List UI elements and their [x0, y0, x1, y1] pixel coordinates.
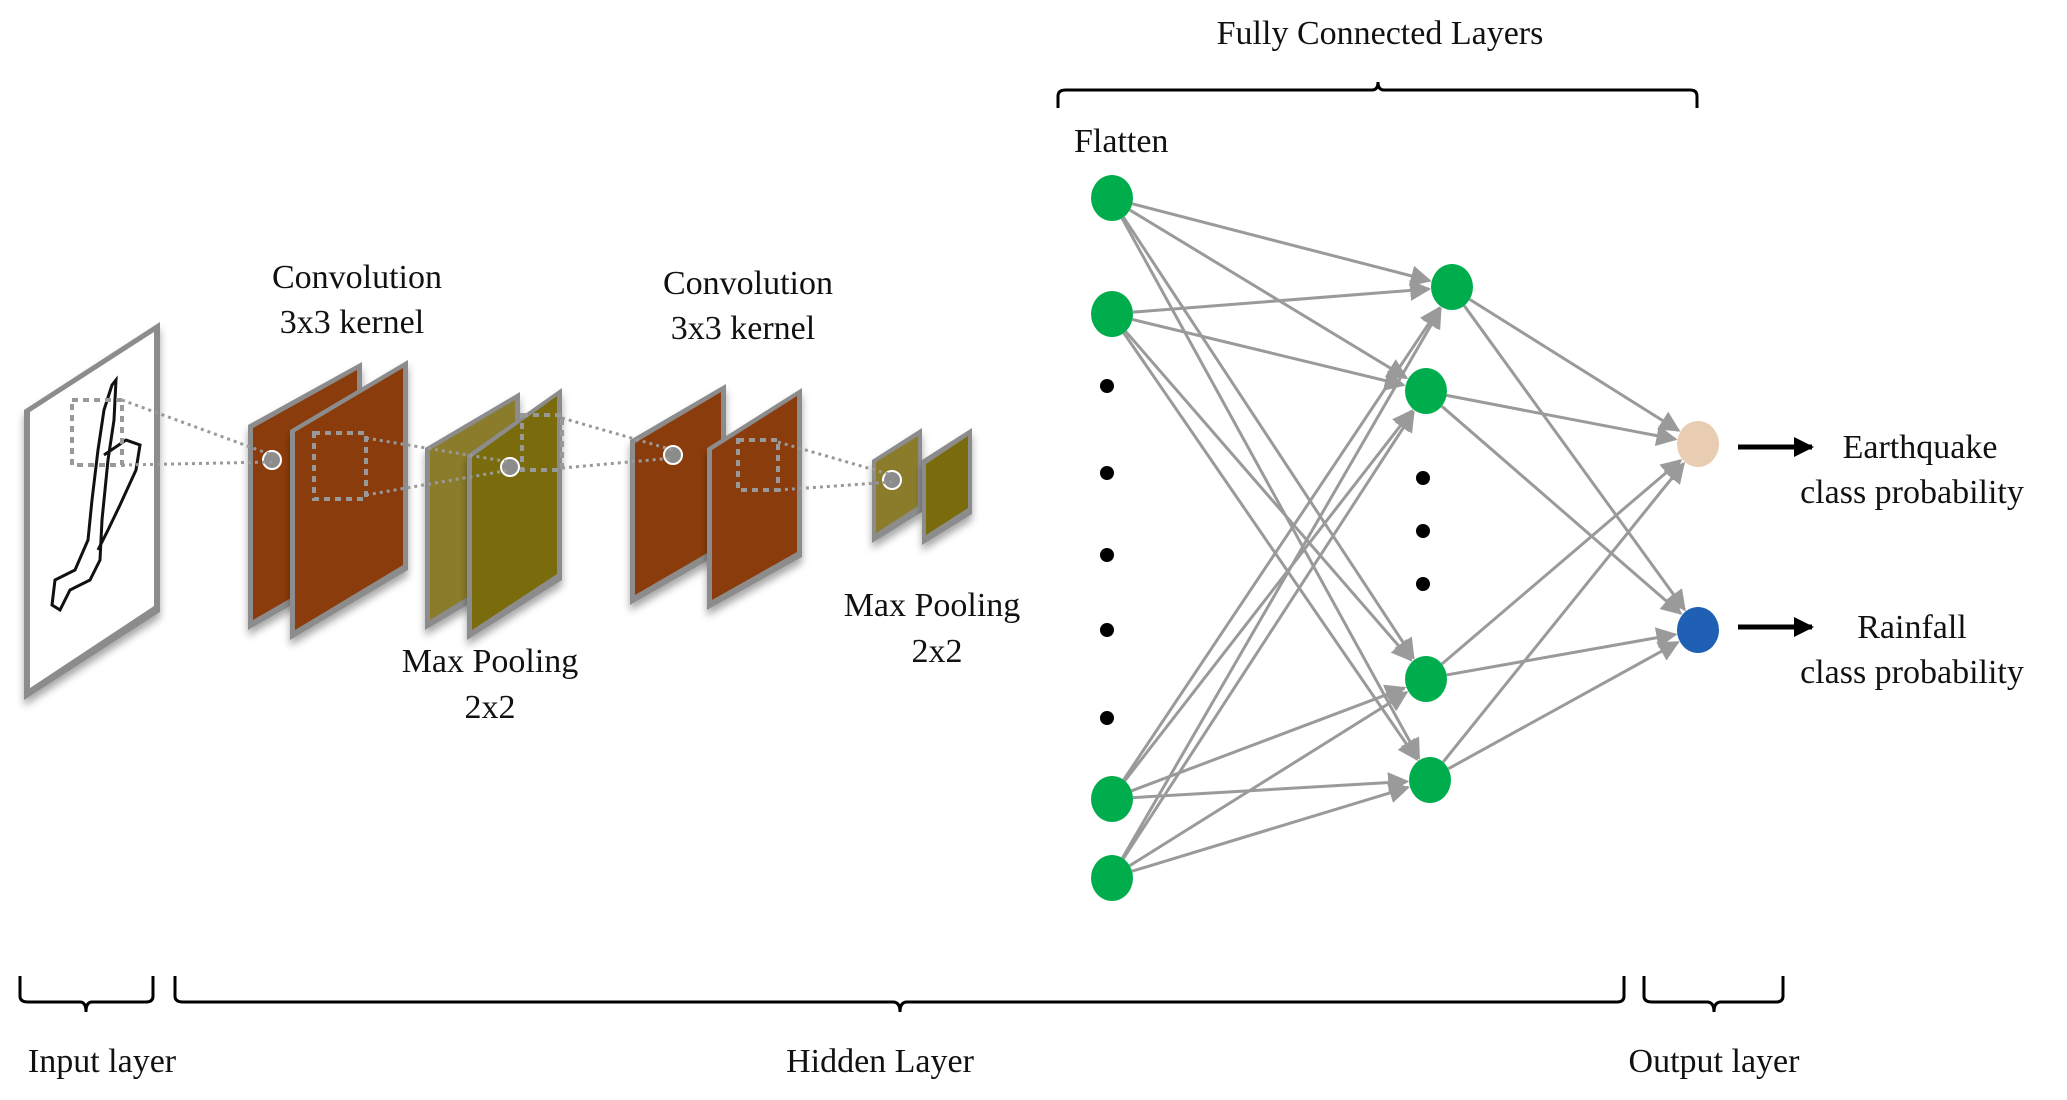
connection-edge	[1447, 640, 1680, 771]
conv1-kernel-window	[312, 431, 368, 501]
hidden-ellipsis-dot	[1416, 471, 1430, 485]
connection-edge	[1132, 318, 1406, 391]
input-sketch	[50, 375, 142, 613]
connection-edge	[1131, 202, 1432, 287]
output-layer-label: Output layer	[1629, 1043, 1801, 1080]
connection-edge	[1132, 279, 1432, 314]
conv2-kernel-label: 3x3 kernel	[671, 310, 815, 347]
connection-edge	[1122, 216, 1415, 660]
fc-title: Fully Connected Layers	[1217, 15, 1544, 52]
pool2-feature-maps	[872, 428, 972, 545]
flatten-ellipsis-dot	[1100, 466, 1114, 480]
conv2-kernel-window	[736, 438, 780, 492]
connection-edge	[1122, 332, 1419, 762]
flatten-node	[1091, 776, 1133, 822]
flatten-ellipsis-dot	[1100, 548, 1114, 562]
connection-edge	[1446, 393, 1678, 446]
fc-nodes	[1091, 175, 1719, 901]
flatten-ellipsis-dot	[1100, 379, 1114, 393]
connection-edge	[1128, 691, 1409, 867]
hidden-layer-label: Hidden Layer	[786, 1043, 975, 1080]
flatten-ellipsis-dot	[1100, 623, 1114, 637]
connection-edge	[1124, 330, 1413, 662]
hidden-node	[1409, 757, 1451, 803]
rainfall-label: Rainfall	[1857, 609, 1967, 646]
conv2-label: Convolution	[663, 265, 833, 302]
connection-edge	[1131, 684, 1407, 793]
pool1-neuron	[500, 457, 520, 477]
connection-edge	[1468, 298, 1681, 432]
pool1-label: Max Pooling	[402, 643, 579, 680]
connection-edge	[1122, 410, 1415, 860]
connection-edge	[1441, 461, 1685, 763]
earthquake-prob-label: class probability	[1800, 474, 2024, 511]
hidden-node	[1431, 264, 1473, 310]
conv2-neuron	[663, 445, 683, 465]
connection-edge	[1129, 208, 1409, 380]
fc-brace	[1056, 81, 1699, 108]
connection-edge	[1132, 772, 1410, 800]
input-layer-brace	[18, 976, 155, 1013]
rainfall-prob-label: class probability	[1800, 654, 2024, 691]
input-image	[24, 322, 160, 700]
connection-edge	[1123, 409, 1414, 782]
connection-edge	[1446, 627, 1678, 677]
conv1-kernel-label: 3x3 kernel	[280, 304, 424, 341]
flatten-node	[1091, 291, 1133, 337]
input-layer-label: Input layer	[28, 1043, 177, 1080]
hidden-node	[1405, 656, 1447, 702]
conv1-feature-maps	[248, 360, 408, 640]
hidden-ellipsis-dot	[1416, 524, 1430, 538]
pool2-size-label: 2x2	[912, 633, 963, 670]
connection-edge	[1122, 306, 1441, 781]
rainfall-output-node	[1677, 607, 1719, 653]
connection-edge	[1120, 217, 1421, 760]
connection-edge	[1440, 405, 1683, 615]
hidden-layer-brace	[173, 976, 1626, 1013]
conv1-neuron	[262, 450, 282, 470]
flatten-node	[1091, 175, 1133, 221]
fc-edges	[1120, 202, 1686, 873]
pool1-feature-maps	[425, 388, 564, 640]
flatten-node	[1091, 855, 1133, 901]
connection-edge	[1440, 458, 1683, 666]
conv2-feature-maps	[630, 384, 802, 610]
connection-edge	[1463, 304, 1686, 612]
pool1-size-label: 2x2	[465, 689, 516, 726]
output-layer-brace	[1642, 976, 1785, 1013]
flatten-ellipsis-dot	[1100, 711, 1114, 725]
pool2-label: Max Pooling	[844, 587, 1021, 624]
connection-edge	[1131, 782, 1411, 873]
pool2-neuron	[882, 470, 902, 490]
conv1-label: Convolution	[272, 259, 442, 296]
pool1-kernel-window	[520, 413, 564, 472]
hidden-ellipsis-dot	[1416, 577, 1430, 591]
earthquake-output-node	[1677, 421, 1719, 467]
input-kernel-window	[70, 398, 124, 467]
earthquake-label: Earthquake	[1843, 429, 1998, 466]
flatten-label: Flatten	[1074, 123, 1168, 160]
hidden-node	[1405, 368, 1447, 414]
connection-edge	[1121, 306, 1442, 859]
receptive-field-lines	[121, 398, 893, 497]
